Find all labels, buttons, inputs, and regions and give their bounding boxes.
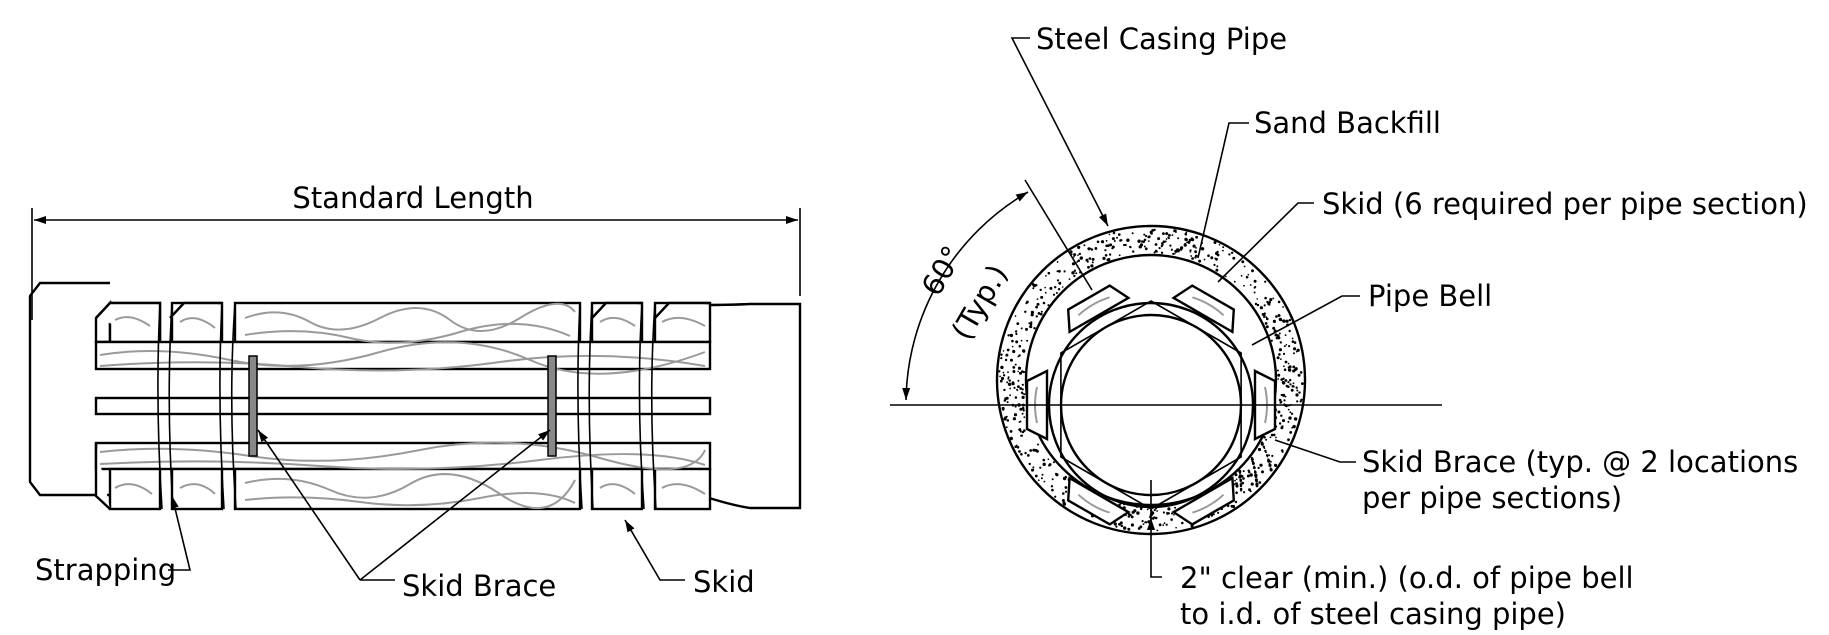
standard-length-dimension: Standard Length [31, 181, 801, 320]
pipe-bell-label: Pipe Bell [1368, 279, 1492, 313]
skid-brace-right [547, 355, 557, 457]
skid-brace-callout: Skid Brace [257, 429, 556, 603]
skid-brace-section-label-1: Skid Brace (typ. @ 2 locations [1362, 445, 1798, 479]
skid-brace-left [248, 355, 258, 457]
side-view: Standard Length [28, 181, 802, 603]
clearance-callout: 2" clear (min.) (o.d. of pipe bell to i.… [1147, 518, 1634, 631]
pipe-body [28, 281, 802, 510]
pipe-bell-callout: Pipe Bell [1251, 279, 1492, 346]
skid-section-label: Skid (6 required per pipe section) [1322, 187, 1808, 221]
bottom-skids [94, 441, 712, 511]
steel-casing-callout: Steel Casing Pipe [1010, 22, 1287, 227]
sand-backfill-callout: Sand Backfill [1197, 106, 1441, 259]
cross-section-skids [1025, 284, 1277, 526]
cross-section: 60° (Typ.) Steel Casing Pipe Sand Backfi… [890, 22, 1808, 631]
skid-callout: Skid [624, 519, 755, 599]
wood-grain [99, 302, 706, 509]
standard-length-label: Standard Length [292, 181, 533, 215]
strapping-label: Strapping [35, 553, 176, 587]
skid-section-callout: Skid (6 required per pipe section) [1217, 187, 1808, 283]
strapping-bands [157, 302, 657, 510]
skid-brace-label: Skid Brace [402, 569, 556, 603]
clearance-label-1: 2" clear (min.) (o.d. of pipe bell [1180, 561, 1634, 595]
strapping-callout: Strapping [35, 495, 192, 587]
steel-casing-label: Steel Casing Pipe [1036, 22, 1287, 56]
skid-label: Skid [693, 565, 755, 599]
skid-brace-section-label-2: per pipe sections) [1362, 481, 1622, 515]
skid-brace-section-callout: Skid Brace (typ. @ 2 locations per pipe … [1274, 439, 1798, 515]
top-skids [94, 299, 712, 371]
clearance-label-2: to i.d. of steel casing pipe) [1180, 597, 1566, 631]
sand-backfill-label: Sand Backfill [1254, 106, 1441, 140]
center-strip [94, 396, 712, 416]
